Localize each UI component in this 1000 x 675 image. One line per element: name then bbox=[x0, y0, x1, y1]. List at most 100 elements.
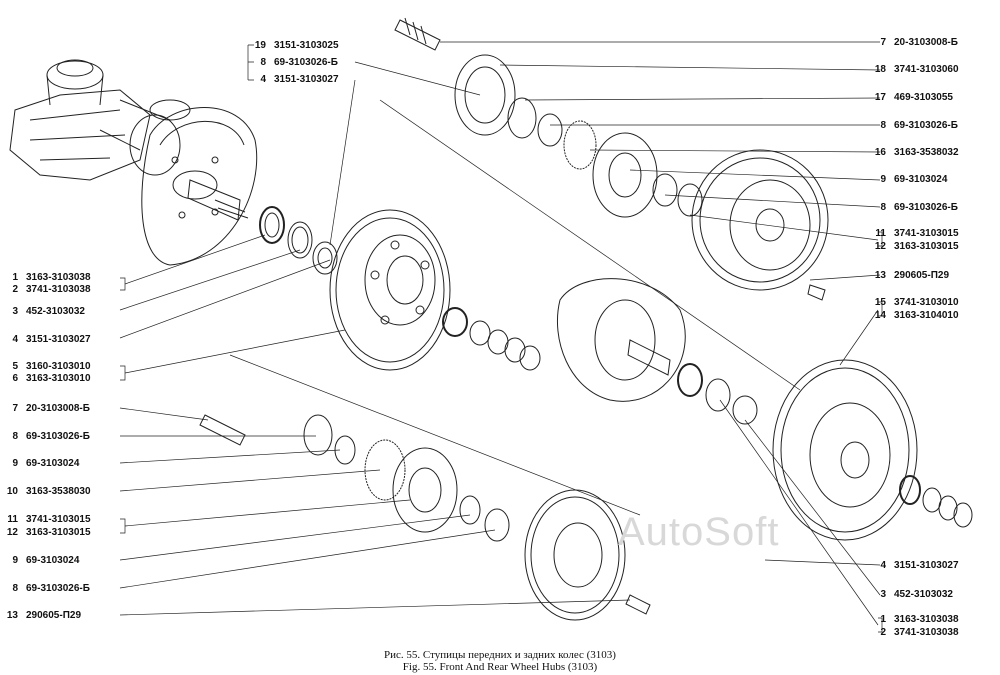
right-part-label: 17 469-3103055 bbox=[870, 92, 953, 104]
stub-axle bbox=[187, 179, 249, 221]
part-code: 69-3103024 bbox=[26, 555, 80, 566]
seal-group-left bbox=[259, 206, 338, 275]
brake-shield bbox=[141, 107, 258, 266]
right-part-label: 3 452-3103032 bbox=[870, 589, 953, 601]
part-number: 14 bbox=[874, 310, 886, 321]
part-code: 3163-3103015 bbox=[894, 241, 959, 252]
part-code: 3151-3103027 bbox=[894, 560, 959, 571]
part-number: 4 bbox=[880, 560, 886, 571]
part-code: 69-3103024 bbox=[894, 174, 948, 185]
part-number: 7 bbox=[12, 403, 18, 414]
part-code: 3163-3538032 bbox=[894, 147, 959, 158]
part-number: 1 bbox=[12, 272, 18, 283]
rear-drum-top bbox=[691, 149, 829, 301]
part-number: 13 bbox=[6, 610, 18, 621]
part-number: 2 bbox=[12, 284, 18, 295]
part-code: 3741-3103015 bbox=[894, 228, 959, 239]
brake-backing-plate bbox=[556, 278, 758, 425]
part-number: 17 bbox=[874, 92, 886, 103]
part-number: 3 bbox=[880, 589, 886, 600]
caption-en: Fig. 55. Front And Rear Wheel Hubs (3103… bbox=[402, 661, 598, 673]
part-code: 3163-3103015 bbox=[26, 527, 91, 538]
part-code: 3741-3103010 bbox=[894, 297, 959, 308]
right-part-label: 12 3163-3103015 bbox=[870, 241, 959, 253]
left-part-label: 4 3151-3103027 bbox=[250, 74, 339, 86]
part-code: 3163-3103038 bbox=[894, 614, 959, 625]
part-code: 469-3103055 bbox=[894, 92, 953, 103]
part-code: 69-3103026-Б bbox=[274, 57, 338, 68]
left-part-label: 13 290605-П29 bbox=[2, 610, 81, 622]
part-code: 69-3103026-Б bbox=[26, 431, 90, 442]
left-part-label: 11 3741-3103015 bbox=[2, 514, 91, 526]
part-code: 3741-3103038 bbox=[894, 627, 959, 638]
part-number: 8 bbox=[260, 57, 266, 68]
part-number: 15 bbox=[874, 297, 886, 308]
part-number: 4 bbox=[260, 74, 266, 85]
part-number: 11 bbox=[7, 514, 18, 525]
left-part-label: 4 3151-3103027 bbox=[2, 334, 91, 346]
part-number: 9 bbox=[12, 555, 18, 566]
part-code: 3151-3103027 bbox=[26, 334, 91, 345]
part-code: 3741-3103038 bbox=[26, 284, 91, 295]
part-number: 18 bbox=[874, 64, 886, 75]
right-part-label: 4 3151-3103027 bbox=[870, 560, 959, 572]
part-number: 12 bbox=[6, 527, 18, 538]
part-number: 10 bbox=[6, 486, 18, 497]
part-number: 3 bbox=[12, 306, 18, 317]
right-part-label: 15 3741-3103010 bbox=[870, 297, 959, 309]
right-part-label: 14 3163-3104010 bbox=[870, 310, 959, 322]
part-number: 12 bbox=[874, 241, 886, 252]
part-code: 69-3103026-Б bbox=[26, 583, 90, 594]
front-brake-disc bbox=[329, 209, 451, 371]
part-code: 69-3103026-Б bbox=[894, 120, 958, 131]
part-code: 3151-3103025 bbox=[274, 40, 339, 51]
part-number: 7 bbox=[880, 37, 886, 48]
left-part-label: 8 69-3103026-Б bbox=[250, 57, 338, 69]
right-part-label: 11 3741-3103015 bbox=[870, 228, 959, 240]
part-number: 11 bbox=[875, 228, 886, 239]
part-number: 13 bbox=[874, 270, 886, 281]
right-part-label: 9 69-3103024 bbox=[870, 174, 947, 186]
part-code: 69-3103024 bbox=[26, 458, 80, 469]
axle-housing bbox=[9, 59, 191, 181]
part-code: 20-3103008-Б bbox=[26, 403, 90, 414]
top-bolt-and-flange bbox=[394, 17, 703, 218]
part-code: 3151-3103027 bbox=[274, 74, 339, 85]
part-code: 3163-3104010 bbox=[894, 310, 959, 321]
part-number: 8 bbox=[880, 120, 886, 131]
caption-ru: Рис. 55. Ступицы передних и задних колес… bbox=[384, 649, 616, 661]
part-code: 3160-3103010 bbox=[26, 361, 91, 372]
left-part-label: 5 3160-3103010 bbox=[2, 361, 91, 373]
bearing-group-front bbox=[442, 307, 541, 371]
part-code: 452-3103032 bbox=[894, 589, 953, 600]
part-code: 3163-3103038 bbox=[26, 272, 91, 283]
part-number: 5 bbox=[12, 361, 18, 372]
leader-lines bbox=[119, 41, 883, 633]
part-code: 3741-3103015 bbox=[26, 514, 91, 525]
part-number: 9 bbox=[880, 174, 886, 185]
right-part-label: 8 69-3103026-Б bbox=[870, 120, 958, 132]
part-number: 4 bbox=[12, 334, 18, 345]
right-part-label: 16 3163-3538032 bbox=[870, 147, 959, 159]
part-number: 8 bbox=[880, 202, 886, 213]
part-code: 290605-П29 bbox=[26, 610, 82, 621]
part-number: 2 bbox=[880, 627, 886, 638]
rear-drum-bottom bbox=[772, 359, 973, 541]
watermark: AutoSoft bbox=[618, 510, 780, 554]
lower-hub-group bbox=[199, 414, 651, 621]
part-number: 16 bbox=[874, 147, 886, 158]
part-code: 3163-3103010 bbox=[26, 373, 91, 384]
